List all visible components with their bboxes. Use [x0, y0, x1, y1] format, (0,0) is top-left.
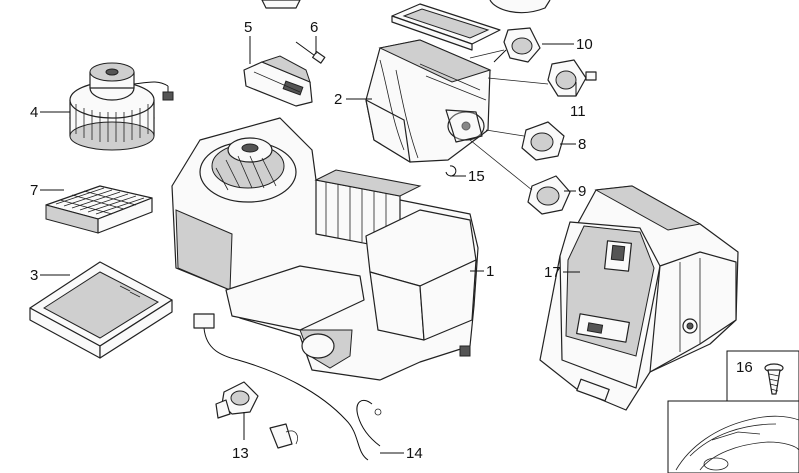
flap-frame-part — [391, 3, 501, 51]
actuator-11-part — [487, 59, 597, 97]
callout-16: 16 — [736, 359, 753, 376]
screw-part — [764, 363, 784, 395]
callout-11: 11 — [570, 103, 586, 120]
heater-housing-part — [171, 117, 479, 381]
callout-3: 3 — [30, 267, 38, 284]
leader-lines — [40, 36, 580, 454]
sensor-part — [215, 381, 298, 449]
actuator-10-part — [469, 27, 541, 63]
clip-part — [445, 165, 457, 177]
callout-7: 7 — [30, 182, 38, 199]
evaporator-housing-part — [365, 39, 492, 163]
wiring-harness-part — [193, 313, 382, 461]
pin-part — [295, 41, 326, 64]
top-fragment-part — [261, 0, 551, 14]
actuator-8-part — [485, 121, 565, 161]
callout-17: 17 — [544, 264, 561, 281]
callout-1: 1 — [486, 263, 494, 280]
callout-5: 5 — [244, 19, 252, 36]
callout-4: 4 — [30, 104, 38, 121]
callout-8: 8 — [578, 136, 586, 153]
callout-9: 9 — [578, 183, 586, 200]
callout-13: 13 — [232, 445, 249, 462]
air-filter-part — [45, 185, 153, 234]
control-unit-part — [539, 185, 739, 411]
bracket-part — [243, 55, 313, 107]
actuator-9-part — [469, 139, 571, 215]
filter-tray-part — [29, 261, 173, 359]
callout-2: 2 — [334, 91, 342, 108]
callout-10: 10 — [576, 36, 593, 53]
callout-6: 6 — [310, 19, 318, 36]
inset-box — [667, 350, 799, 473]
callout-15: 15 — [468, 168, 485, 185]
blower-motor-part — [69, 62, 174, 151]
car-silhouette — [675, 415, 799, 471]
callout-14: 14 — [406, 445, 423, 462]
